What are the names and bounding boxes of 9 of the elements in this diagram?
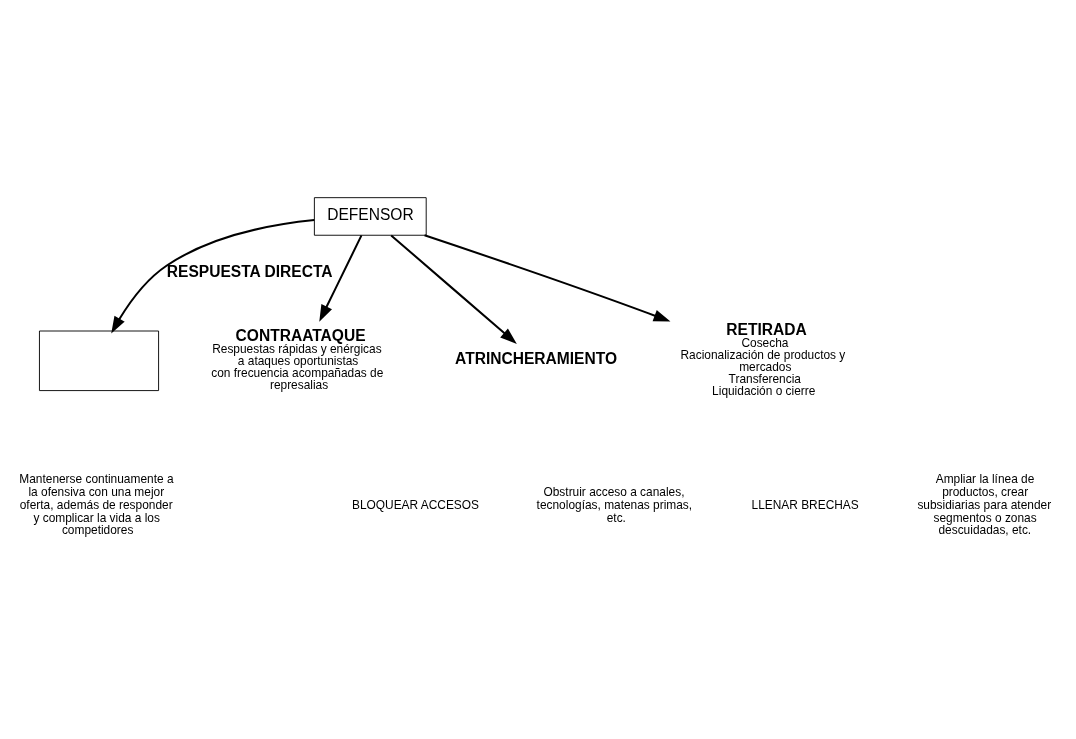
label: LLENAR BRECHAS	[751, 497, 859, 512]
label: Mantenerse continuamente a la ofensiva con una mejor oferta, además de responder y complicar la vida a los competidores	[19, 472, 174, 538]
label: Ampliar la línea de productos, crear subsidiarias para atender segmentos o zonas descuidadas, etc.	[917, 472, 1052, 538]
label: Obstruir acceso a canales, tecnologías, matenas primas, etc.	[536, 484, 693, 525]
node-text: CONTRAATAQUE Respuestas rápidas y enérgicas a ataques oportunistas con frecuencia acompañadas de represalias	[211, 326, 384, 393]
edge-label: RESPUESTA DIRECTA	[166, 263, 333, 281]
label: BLOQUEAR ACCESOS	[351, 497, 480, 512]
node-text: RETIRADA Cosecha Racionalización de productos y mercados Transferencia Liquidación o cierre	[680, 320, 846, 399]
node-text: ATRINCHERAMIENTO	[455, 349, 618, 367]
